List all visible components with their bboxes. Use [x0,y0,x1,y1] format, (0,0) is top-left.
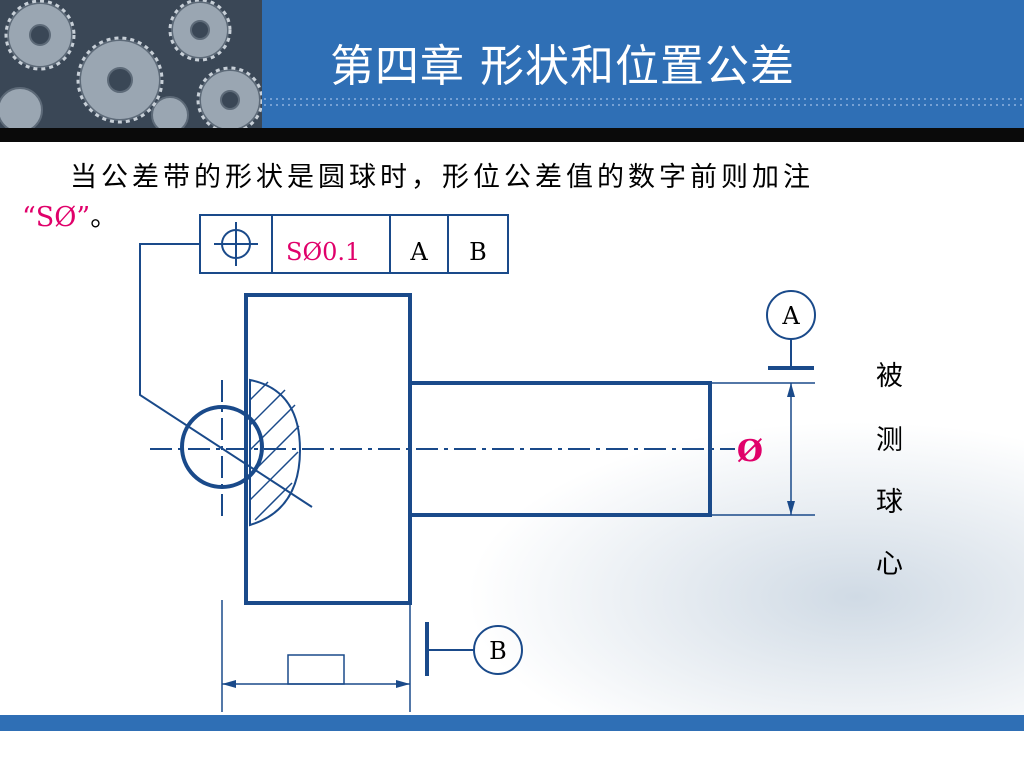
intro-highlight: “SØ” [22,202,91,233]
intro-end: 。 [90,202,122,233]
tolerance-sphere [180,405,264,489]
background-photo [464,420,1024,715]
page-title: 第四章 形状和位置公差 [330,41,795,92]
gears-image-icon [0,0,262,130]
vertical-label-char: 被 [876,361,903,392]
vertical-label-char: 心 [876,549,903,580]
diameter-symbol: Ø [737,434,763,469]
header-dot-pattern [262,96,1024,108]
header-bar: 第四章 形状和位置公差 [0,0,1024,130]
intro-paragraph: 当公差带的形状是圆球时，形位公差值的数字前则加注 “SØ”。 [22,158,1012,238]
tolerance-value: SØ0.1 [286,238,360,266]
datum-b-circle [473,625,523,675]
position-symbol-icon [214,222,258,266]
frame-datum-a: A [409,238,428,266]
header-divider [0,128,1024,142]
spherical-cavity [249,378,302,527]
dimension-text-box [287,654,345,685]
vertical-label-char: 球 [876,487,903,518]
gears-photo [0,0,262,130]
frame-datum-b: B [469,238,487,266]
leader-line [139,243,313,508]
datum-b-label: B [489,637,507,665]
datum-a-label: A [781,302,800,330]
footer-bar [0,715,1024,731]
vertical-label-char: 测 [876,425,903,456]
intro-text: 当公差带的形状是圆球时，形位公差值的数字前则加注 [70,162,814,193]
